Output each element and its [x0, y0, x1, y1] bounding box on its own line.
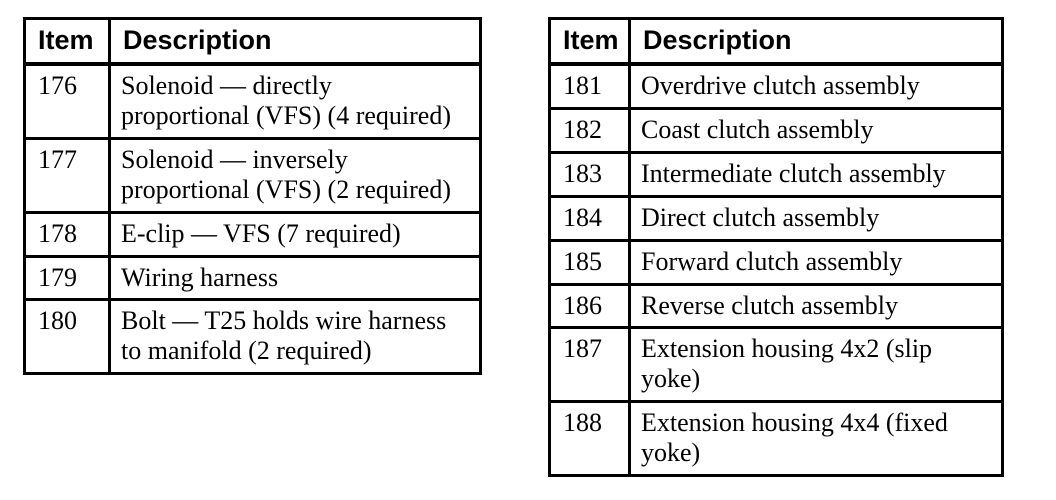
item-number-cell: 176	[23, 62, 111, 140]
description-cell: Coast clutch assembly	[628, 106, 1004, 154]
description-cell: Solenoid — inversely proportional (VFS) …	[108, 136, 482, 214]
item-number-cell: 184	[548, 194, 631, 242]
item-number-cell: 188	[548, 400, 631, 477]
table-header: Item Description	[23, 17, 482, 67]
item-column-header: Item	[23, 17, 111, 67]
description-cell: Intermediate clutch assembly	[628, 150, 1004, 198]
item-number-cell: 178	[23, 210, 111, 258]
table-header: Item Description	[548, 17, 1004, 67]
header-row: Item Description	[548, 17, 1004, 67]
description-cell: Overdrive clutch assembly	[628, 62, 1004, 110]
description-cell: Forward clutch assembly	[628, 238, 1004, 286]
item-column-header: Item	[548, 17, 631, 67]
item-number-cell: 187	[548, 326, 631, 404]
description-cell: Solenoid — directly proportional (VFS) (…	[108, 62, 482, 140]
description-column-header: Description	[108, 17, 482, 67]
description-cell: Reverse clutch assembly	[628, 282, 1004, 330]
description-column-header: Description	[628, 17, 1004, 67]
item-number-cell: 186	[548, 282, 631, 330]
description-cell: Extension housing 4x4 (fixed yoke)	[628, 400, 1004, 477]
item-number-cell: 177	[23, 136, 111, 214]
header-row: Item Description	[23, 17, 482, 67]
description-cell: Bolt — T25 holds wire harness to manifol…	[108, 298, 482, 376]
description-cell: Wiring harness	[108, 254, 482, 302]
description-cell: Extension housing 4x2 (slip yoke)	[628, 326, 1004, 404]
item-number-cell: 183	[548, 150, 631, 198]
item-number-cell: 180	[23, 298, 111, 376]
description-cell: E-clip — VFS (7 required)	[108, 210, 482, 258]
description-cell: Direct clutch assembly	[628, 194, 1004, 242]
item-number-cell: 182	[548, 106, 631, 154]
item-number-cell: 185	[548, 238, 631, 286]
item-number-cell: 181	[548, 62, 631, 110]
item-number-cell: 179	[23, 254, 111, 302]
